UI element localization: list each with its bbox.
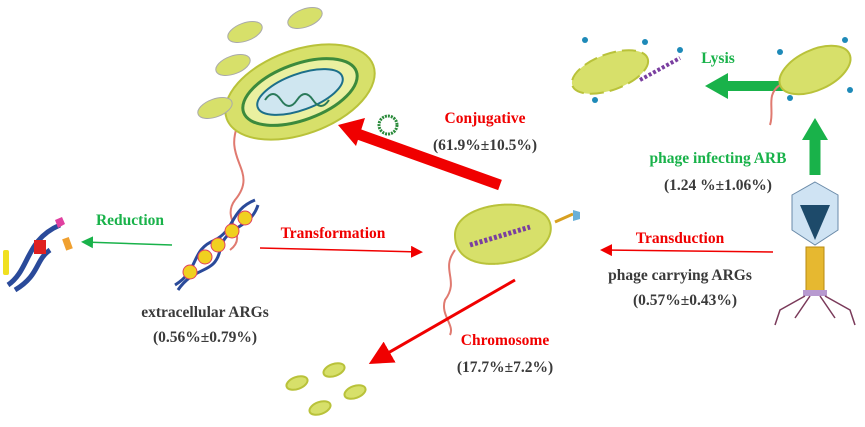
conjugative-value: (61.9%±10.5%) bbox=[433, 137, 537, 154]
recipient-bacterium-illustration bbox=[442, 203, 580, 336]
lysis-label: Lysis bbox=[701, 50, 735, 67]
dna-helix-icon bbox=[174, 198, 260, 291]
conjugative-arrow bbox=[353, 127, 502, 191]
transduction-label: Transduction bbox=[636, 230, 725, 247]
phage-infecting-arrowhead bbox=[802, 118, 828, 140]
chromosome-label: Chromosome bbox=[461, 332, 550, 349]
plasmid-icon bbox=[377, 114, 399, 136]
conjugative-label: Conjugative bbox=[445, 110, 526, 127]
lysed-bacterium-illustration bbox=[570, 37, 683, 103]
phage-carrying-value: (0.57%±0.43%) bbox=[633, 292, 737, 309]
daughter-bacteria-illustration bbox=[285, 362, 367, 416]
chromosome-arrow bbox=[368, 278, 516, 364]
transduction-arrow bbox=[600, 244, 774, 257]
conjugative-arrowhead bbox=[338, 118, 365, 146]
infected-bacterium-illustration bbox=[769, 37, 853, 126]
chromosome-value: (17.7%±7.2%) bbox=[457, 359, 553, 376]
transformation-arrow bbox=[259, 245, 423, 258]
transformation-label: Transformation bbox=[281, 225, 386, 242]
phage-infecting-value: (1.24 %±1.06%) bbox=[664, 177, 772, 194]
degraded-dna-icon bbox=[3, 217, 73, 293]
bacteriophage-illustration bbox=[774, 181, 856, 326]
extracellular-args-value: (0.56%±0.79%) bbox=[153, 329, 257, 346]
reduction-arrow bbox=[81, 236, 173, 249]
extracellular-args-label: extracellular ARGs bbox=[141, 304, 269, 321]
reduction-label: Reduction bbox=[96, 212, 164, 229]
phage-carrying-label: phage carrying ARGs bbox=[608, 267, 752, 284]
lysis-arrowhead bbox=[705, 73, 728, 99]
conjugating-bacterium-illustration bbox=[197, 7, 399, 251]
phage-infecting-label: phage infecting ARB bbox=[650, 150, 787, 167]
